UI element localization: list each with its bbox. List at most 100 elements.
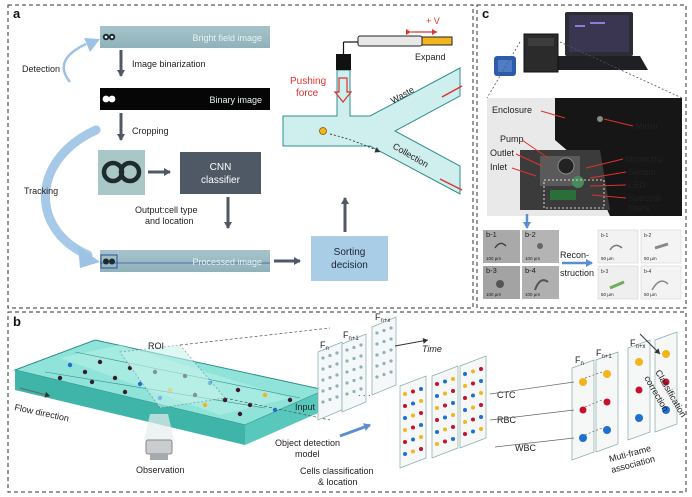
classified-cell <box>479 367 483 371</box>
reconstruction-label-line2: struction <box>560 268 594 278</box>
classified-cell <box>403 416 407 420</box>
time-label: Time <box>422 344 442 354</box>
input-frame <box>371 316 397 396</box>
input-frame <box>341 333 367 413</box>
classified-cell <box>403 404 407 408</box>
classified-cell <box>463 396 467 400</box>
pump-pointer <box>521 139 549 159</box>
panel-a-letter: a <box>13 6 21 21</box>
tracking-arrowhead <box>78 246 100 268</box>
frame-cell-dot <box>375 342 379 346</box>
tracked-rbc <box>662 378 670 386</box>
classified-cell <box>435 382 439 386</box>
piezo-actuator: + V Expand <box>357 16 453 62</box>
classified-cell <box>443 415 447 420</box>
frame-cell-dot <box>382 361 386 366</box>
outlet-label: Outlet <box>490 148 515 158</box>
frame-cell-dot <box>321 367 325 371</box>
cnn-label: CNN <box>210 162 232 173</box>
frame-cell-dot <box>335 395 339 399</box>
frame-cell-dot <box>321 400 325 404</box>
classified-cell <box>443 403 447 408</box>
classified-cell <box>435 406 439 410</box>
cnn-classifier-box <box>180 152 261 194</box>
classified-cell <box>479 391 483 395</box>
classified-frame <box>431 365 459 459</box>
channel-cell <box>137 381 143 387</box>
classified-cell <box>411 437 415 442</box>
raw-scale-3: 100 µm <box>486 292 501 297</box>
channel-cell <box>57 375 63 381</box>
panel-c-frame <box>476 4 687 309</box>
classified-cell <box>443 391 447 396</box>
spectral-label-line1: Spectral <box>628 193 661 203</box>
frame-cell-dot <box>382 339 386 344</box>
frame-cell-dot <box>382 328 386 333</box>
classified-cell <box>471 417 475 422</box>
input-frame-stack: . . . <box>317 316 397 421</box>
binary-image: Binary image <box>100 88 270 110</box>
track-frame-n-label: Fn <box>575 355 584 367</box>
pushing-label-line1: Pushing <box>290 76 326 87</box>
mirror-label: Mirror <box>635 121 659 131</box>
tracked-rbc <box>603 398 611 406</box>
classified-cell <box>411 449 415 454</box>
cropped-cell-image <box>98 150 145 195</box>
led-pointer <box>589 184 627 187</box>
observation-label: Observation <box>136 465 185 475</box>
roi-zoom-line-bottom <box>224 397 331 421</box>
classified-cell <box>411 425 415 430</box>
classified-cell <box>463 432 467 436</box>
classified-cell <box>479 415 483 419</box>
binarization-label: Image binarization <box>132 59 206 69</box>
system-photo <box>494 12 648 76</box>
frame-cell-dot <box>328 386 332 391</box>
ctc-label: CTC <box>497 390 516 400</box>
panel-a-frame <box>7 4 474 309</box>
microchip-pointer <box>585 158 624 169</box>
detection-arrowhead <box>84 38 100 52</box>
frame-cell-dot <box>345 348 349 352</box>
classified-cell <box>451 413 455 417</box>
raw-scale-1: 100 µm <box>486 256 501 261</box>
device-photo <box>487 98 682 216</box>
classified-cell <box>403 440 407 444</box>
classified-cell <box>463 420 467 424</box>
classified-cell <box>411 413 415 418</box>
classified-frame <box>459 355 487 449</box>
frame-cell-dot <box>345 392 349 396</box>
spectral-label-line2: filters <box>628 203 650 213</box>
tracked-wbc <box>662 406 670 414</box>
outlet-pointer <box>515 153 543 167</box>
flow-direction-arrow <box>19 387 51 398</box>
classified-cell <box>435 418 439 422</box>
classified-cell <box>479 379 483 383</box>
recon-thumb-label-3: b-3 <box>601 269 608 275</box>
classified-cell <box>471 405 475 410</box>
classified-cell <box>451 401 455 405</box>
channel-cell <box>202 402 208 408</box>
sorting-channel <box>282 41 461 195</box>
recon-thumb-label-1: b-1 <box>601 233 608 239</box>
frame-cell-dot <box>321 378 325 382</box>
roi-zoom-line-top <box>179 327 331 346</box>
raw-scale-4: 100 µm <box>525 292 540 297</box>
processed-label: Processed image <box>192 257 262 267</box>
enclosure-label: Enclosure <box>492 105 532 115</box>
frame-cell-dot <box>328 364 332 369</box>
classified-cell <box>419 447 423 451</box>
classified-cell <box>411 389 415 394</box>
link-dashes <box>584 427 603 436</box>
time-arrow <box>394 337 429 347</box>
classified-cell <box>419 387 423 391</box>
channel-cell <box>222 397 228 403</box>
frame-cell-dot <box>328 353 332 358</box>
frame-cell-dot <box>375 331 379 335</box>
tracking-frame-stack <box>489 331 678 461</box>
classified-cell <box>443 439 447 444</box>
frame-cell-dot <box>389 337 393 341</box>
expand-label: Expand <box>415 52 446 62</box>
classified-cell <box>403 392 407 396</box>
output-label-line2: and location <box>145 216 194 226</box>
channel-cell <box>112 375 118 381</box>
